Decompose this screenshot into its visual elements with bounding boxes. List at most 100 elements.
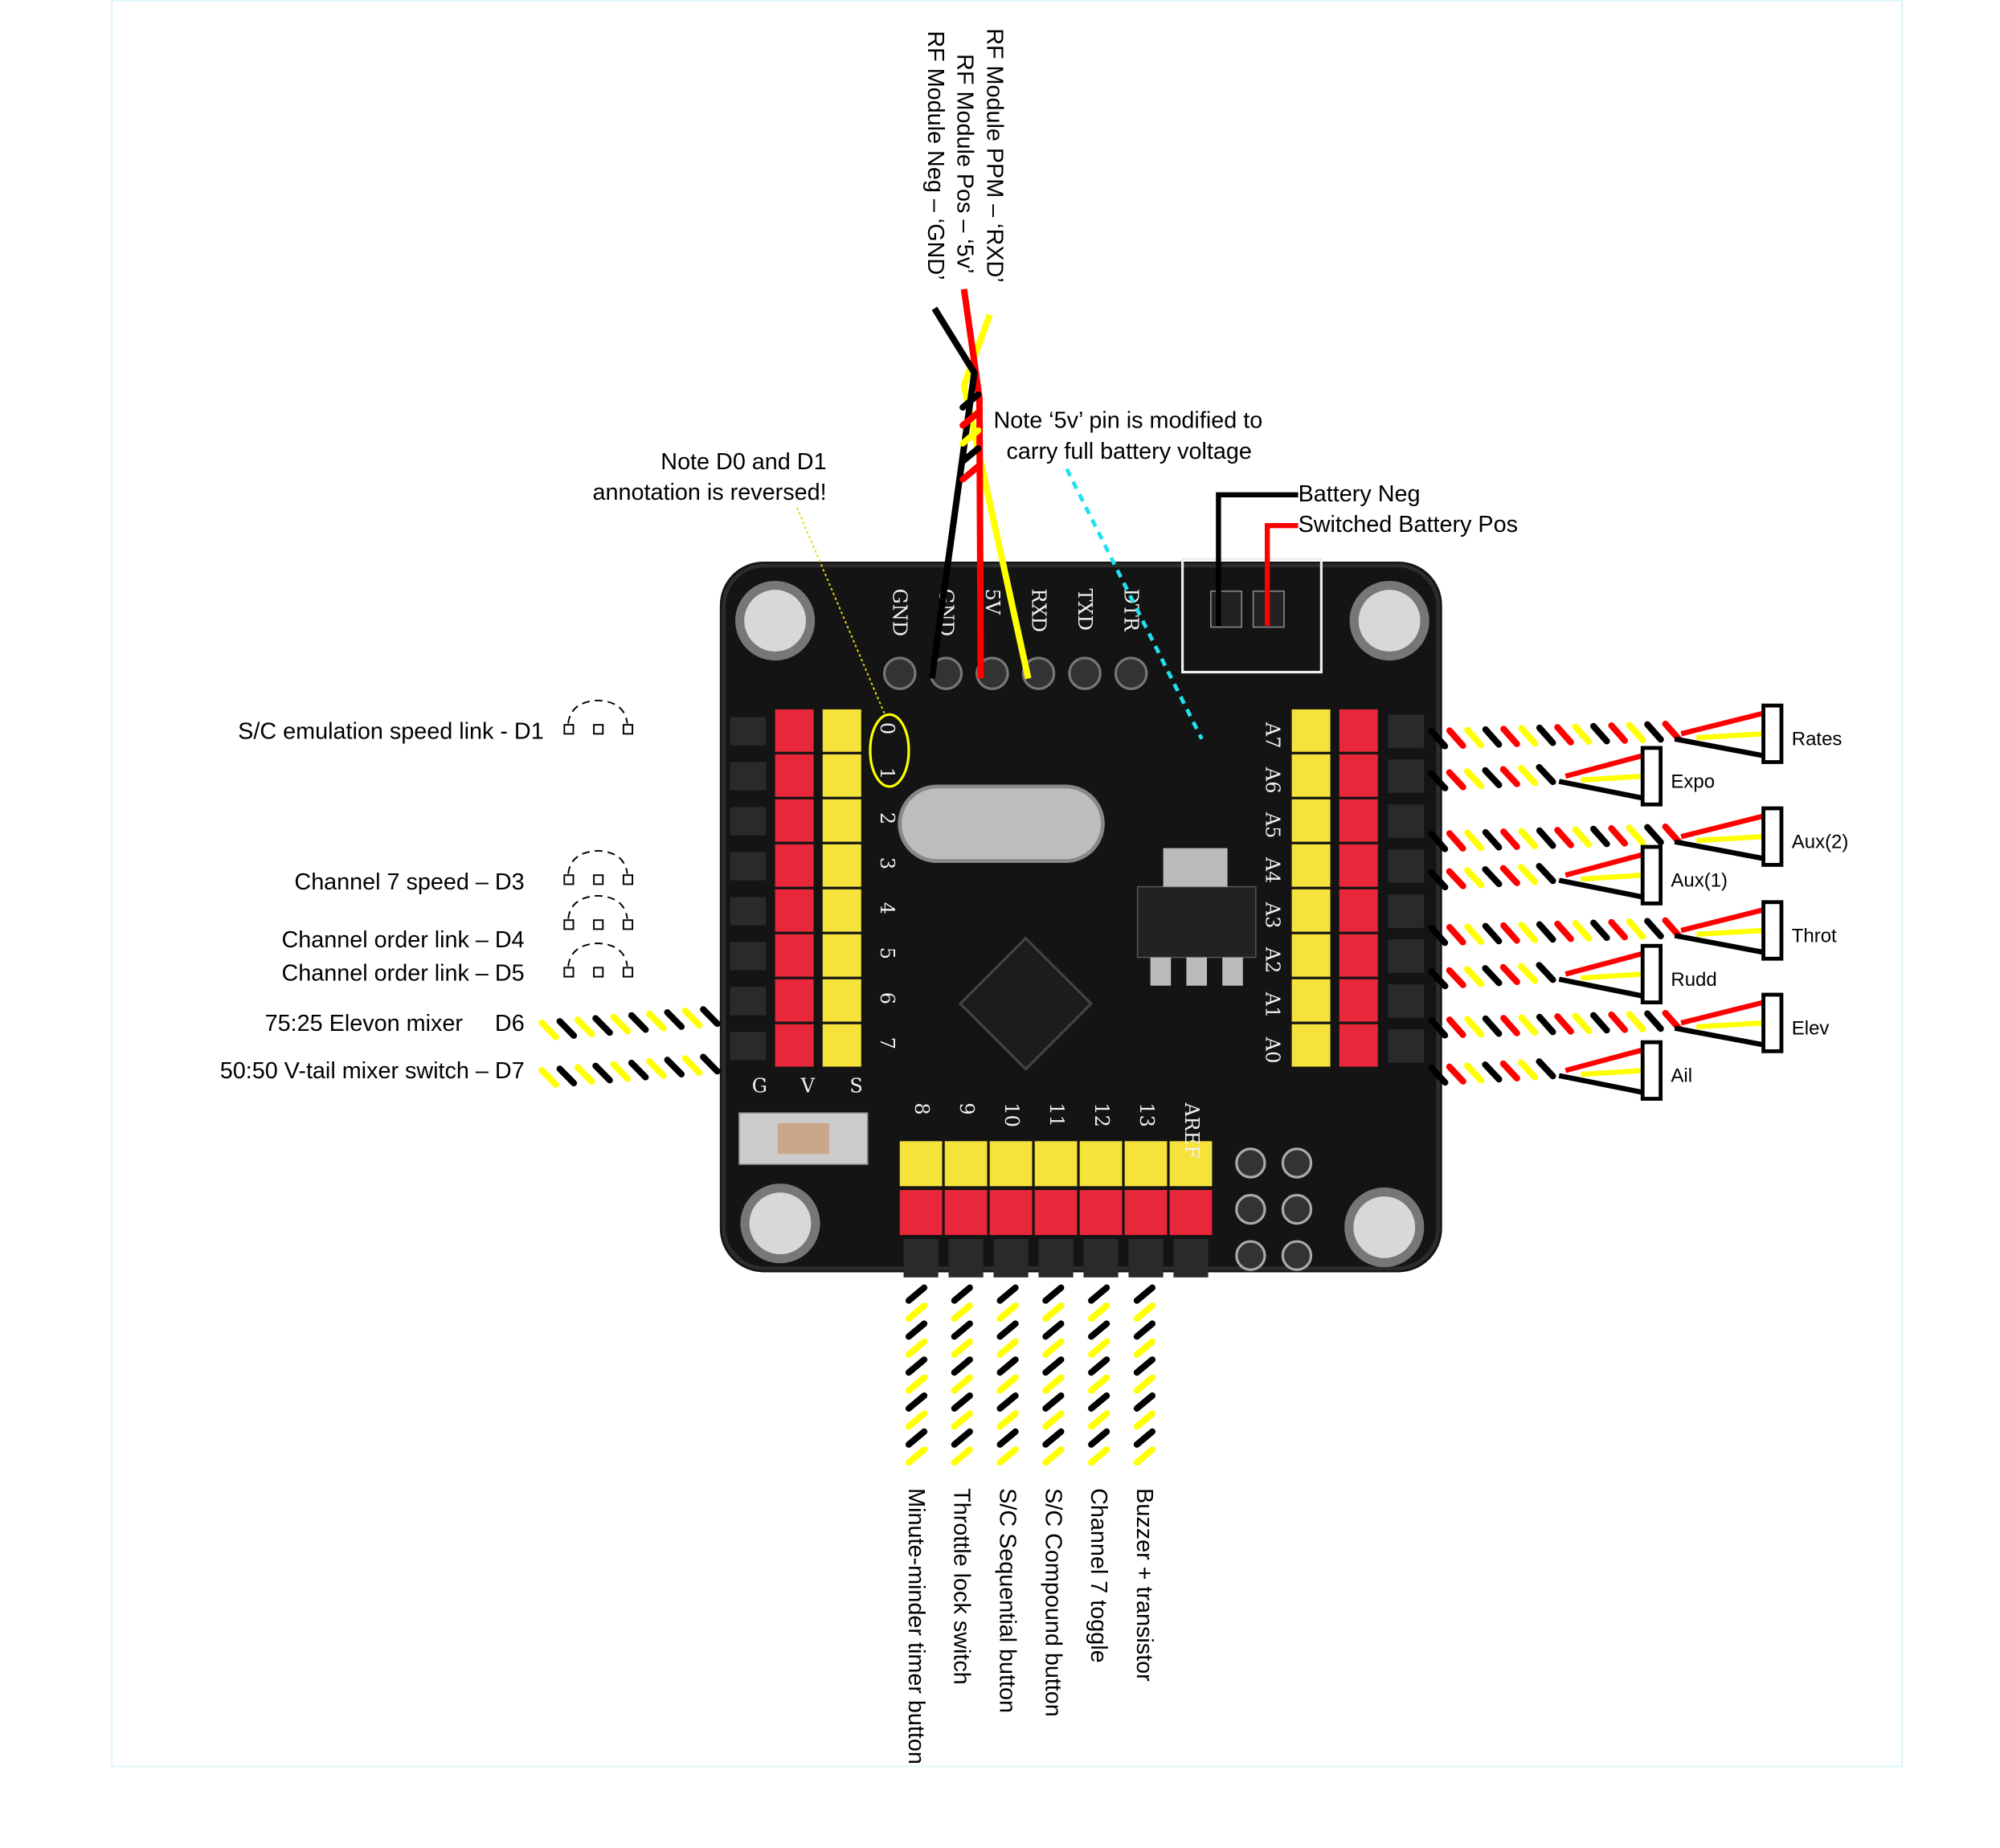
header-pin [1114,656,1148,690]
jumper-link-icon [563,849,634,885]
wire-segment [996,1302,1019,1323]
pin-header-black [1128,1238,1164,1278]
wire-segment [700,1006,721,1028]
silk-digital-pin: 11 [1045,1102,1068,1127]
wire-segment [905,1338,928,1358]
silk-digital-pin: AREF [1180,1102,1203,1159]
channel-label: Aux(2) [1792,832,1849,853]
silk-rail-letter: V [800,1075,816,1098]
wire-segment [1464,768,1485,790]
wire-segment [1626,824,1646,846]
rf-ppm-label: RF Module PPM – ‘RXD’ [982,28,1008,283]
wire-segment [556,1018,578,1039]
wire-segment [996,1446,1019,1466]
wire-segment [959,445,982,465]
wire-segment [1446,1063,1466,1085]
wire-segment [1590,722,1610,745]
d0d1-note-line2: annotation is reversed! [593,480,827,505]
wire-segment [610,1013,632,1035]
wire-segment [1482,965,1503,987]
wire-segment [1644,721,1664,743]
header-pin [882,656,917,690]
pin-header-yellow [822,979,861,1022]
wire-segment [1088,1302,1110,1323]
pin-header-red [775,934,814,977]
wire-segment [996,1428,1019,1448]
pin-header-red [1079,1190,1123,1236]
wire-segment [1518,1014,1539,1036]
pin-header-yellow [1291,709,1331,752]
d7-cable [538,1053,721,1088]
silk-analog-pin: A5 [1262,812,1284,839]
wire-segment [1626,918,1646,940]
wire-segment [1133,1302,1156,1323]
silk-analog-pin: A4 [1262,857,1284,884]
wire-segment [1428,869,1449,891]
frame [111,0,1904,1768]
bottom-cable-1 [951,1284,973,1466]
silk-digital-pin: 3 [876,857,898,869]
pin-header-yellow [822,934,861,977]
wire-segment [592,1015,613,1036]
bottom-label: Buzzer + transistor [1131,1488,1157,1682]
wire-segment [1662,823,1683,845]
wire-segment [1042,1320,1065,1340]
silk-analog-pin: A2 [1262,946,1284,974]
pin-header-red [775,979,814,1022]
wire-segment [996,1356,1019,1376]
pin-header-red [1339,754,1378,797]
wire-segment [1042,1374,1065,1394]
pin-header-red [1339,1024,1378,1067]
wire-segment [1482,1061,1503,1083]
wire-segment [905,1302,928,1323]
d0d1-note-line1: Note D0 and D1 [661,449,826,475]
five-v-note-line2: carry full battery voltage [1006,439,1251,464]
wire-segment [628,1059,649,1081]
wire-segment [1536,1058,1556,1080]
wire-segment [1088,1446,1110,1466]
pin-header-yellow [1291,979,1331,1022]
wire-segment [1464,829,1484,852]
wire-segment [1554,920,1574,942]
voltage-regulator [1136,885,1257,959]
wire-segment [1536,921,1556,943]
servo-cable-1 [1428,763,1556,791]
wire-segment [1133,1446,1156,1466]
bottom-cable-5 [1133,1284,1156,1466]
battery-pos-label: Switched Battery Pos [1299,512,1518,538]
wire-segment [1518,864,1539,885]
battery-neg-wire [1216,492,1299,626]
icsp-pin [1235,1193,1266,1225]
silk-analog-pin: A0 [1262,1036,1284,1064]
wire-segment [1590,1012,1610,1034]
servo-connector [1558,844,1663,906]
wire-segment [1428,770,1449,791]
silk-analog-pin: A1 [1262,991,1284,1019]
wire-segment [1554,827,1574,848]
servo-cable-2 [1428,823,1683,852]
wire-segment [1536,863,1556,885]
pin-header-black [1388,804,1425,838]
wire-segment [1042,1302,1065,1323]
wire-segment [1464,1062,1485,1084]
silk-analog-pin: A6 [1262,767,1284,794]
pin-header-black [730,1032,767,1061]
wire-segment [1500,922,1520,944]
wire-segment [1133,1284,1156,1304]
pin-header-red [1339,709,1378,752]
wire-segment [996,1374,1019,1394]
pin-header-red [775,709,814,752]
d0d1-leader [796,507,885,714]
wire-segment [1428,1016,1449,1039]
wire-segment [1482,865,1503,888]
wire-segment [1644,918,1664,940]
bottom-label: Channel 7 toggle [1086,1488,1111,1663]
silk-digital-pin: 7 [876,1037,898,1049]
silk-top-header: RXD [1027,589,1049,632]
pin-header-yellow [1169,1141,1213,1187]
wire-segment [1536,962,1556,983]
wire-segment [1133,1428,1156,1448]
wire-segment [1572,723,1593,746]
left-label-d5: Channel order link – D5 [281,960,524,986]
servo-cable-4 [1428,917,1683,946]
